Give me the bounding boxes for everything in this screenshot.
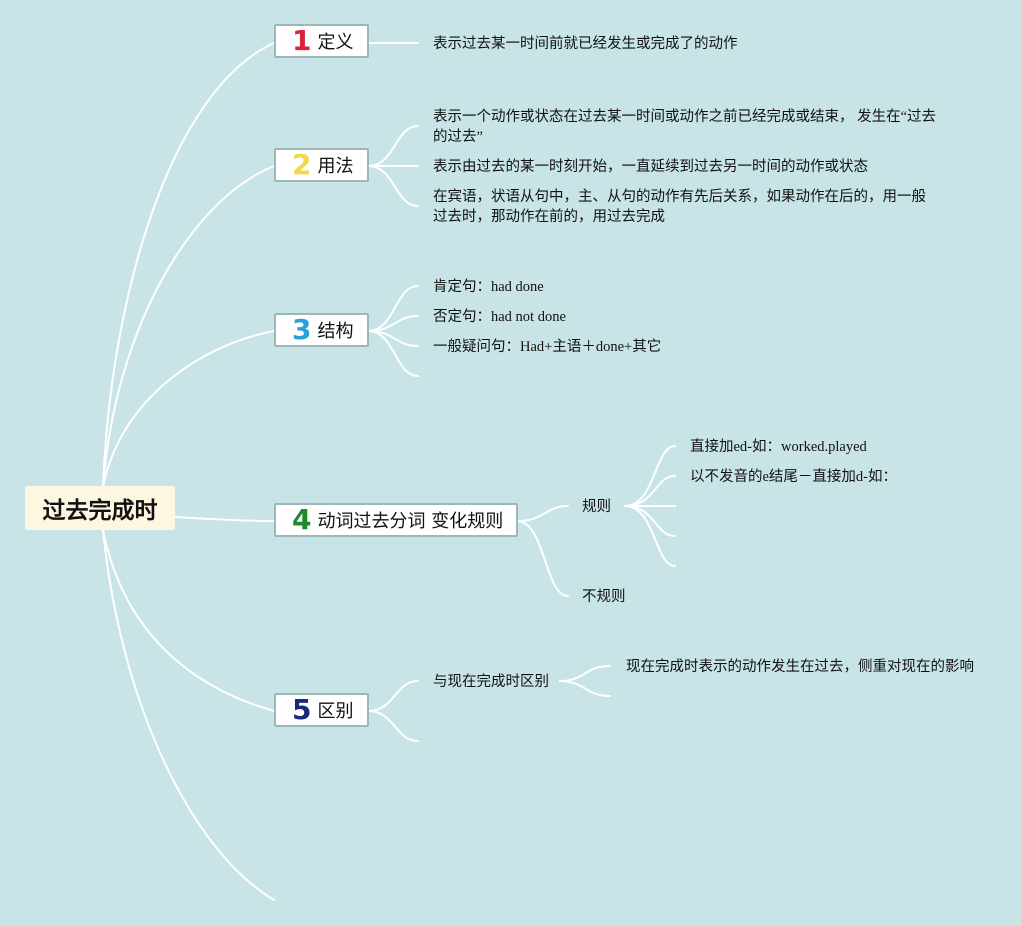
connector-root-3 [102, 330, 275, 488]
leaf-regular-ed[interactable]: 直接加ed-如：worked.played [690, 439, 867, 455]
connector-b2-leaf3 [367, 165, 419, 207]
leaf-negative[interactable]: 否定句：had not done [433, 309, 566, 325]
connector-b2-leaf1 [367, 125, 419, 167]
number-5-icon: 5 [292, 693, 312, 726]
number-1-icon: 1 [292, 24, 312, 57]
connector-b5-sub [367, 680, 419, 712]
leaf-usage-1[interactable]: 表示一个动作或状态在过去某一时间或动作之前已经完成或结束， 发生在“过去的过去” [433, 109, 937, 145]
number-2-icon: 2 [292, 148, 312, 181]
leaf-difference[interactable]: 现在完成时表示的动作发生在过去，侧重对现在的影响 [626, 659, 974, 675]
leaf-usage-3[interactable]: 在宾语，状语从句中，主、从句的动作有先后关系，如果动作在后的，用一般过去时，那动… [433, 189, 926, 225]
branch-label: 区别 [317, 701, 354, 722]
connector-root-2 [102, 165, 275, 488]
branch-definition[interactable]: 1 定义 [274, 24, 369, 58]
connector-b4-rule [516, 505, 569, 522]
leaf-question[interactable]: 一般疑问句：Had+主语＋done+其它 [433, 339, 662, 355]
root-topic[interactable]: 过去完成时 [25, 486, 175, 530]
branch-label: 用法 [317, 156, 354, 177]
connector-root-6 [102, 529, 275, 901]
sub-regular[interactable]: 规则 [582, 499, 611, 515]
sub-difference[interactable]: 与现在完成时区别 [433, 674, 549, 690]
leaf-regular-d[interactable]: 以不发音的e结尾－直接加d-如： [690, 469, 898, 485]
connector-rule-1 [624, 445, 676, 507]
connector-root-1 [102, 42, 275, 488]
connector-b4-irregular [516, 520, 569, 597]
branch-label: 结构 [317, 321, 354, 342]
connector-rule-4 [624, 505, 676, 537]
sub-irregular[interactable]: 不规则 [582, 589, 626, 605]
connector-b3-leaf4 [367, 330, 419, 377]
connector-root-4 [174, 516, 275, 522]
connector-rule-2 [624, 475, 676, 507]
number-4-icon: 4 [292, 503, 312, 536]
connector-diff-1 [559, 665, 611, 682]
leaf-definition[interactable]: 表示过去某一时间前就已经发生或完成了的动作 [433, 36, 738, 52]
connector-root-5 [102, 529, 275, 712]
branch-label: 定义 [317, 32, 354, 53]
leaf-usage-2[interactable]: 表示由过去的某一时刻开始，一直延续到过去另一时间的动作或状态 [433, 159, 868, 175]
branch-difference[interactable]: 5 区别 [274, 693, 369, 727]
connector-rule-5 [624, 505, 676, 567]
leaf-affirmative[interactable]: 肯定句：had done [433, 279, 544, 295]
branch-structure[interactable]: 3 结构 [274, 313, 369, 347]
branch-participle-rules[interactable]: 4 动词过去分词 变化规则 [274, 503, 518, 537]
connector-diff-2 [559, 680, 611, 697]
connector-b5-empty [367, 710, 419, 742]
branch-label: 动词过去分词 变化规则 [317, 511, 504, 532]
branch-usage[interactable]: 2 用法 [274, 148, 369, 182]
number-3-icon: 3 [292, 313, 312, 346]
